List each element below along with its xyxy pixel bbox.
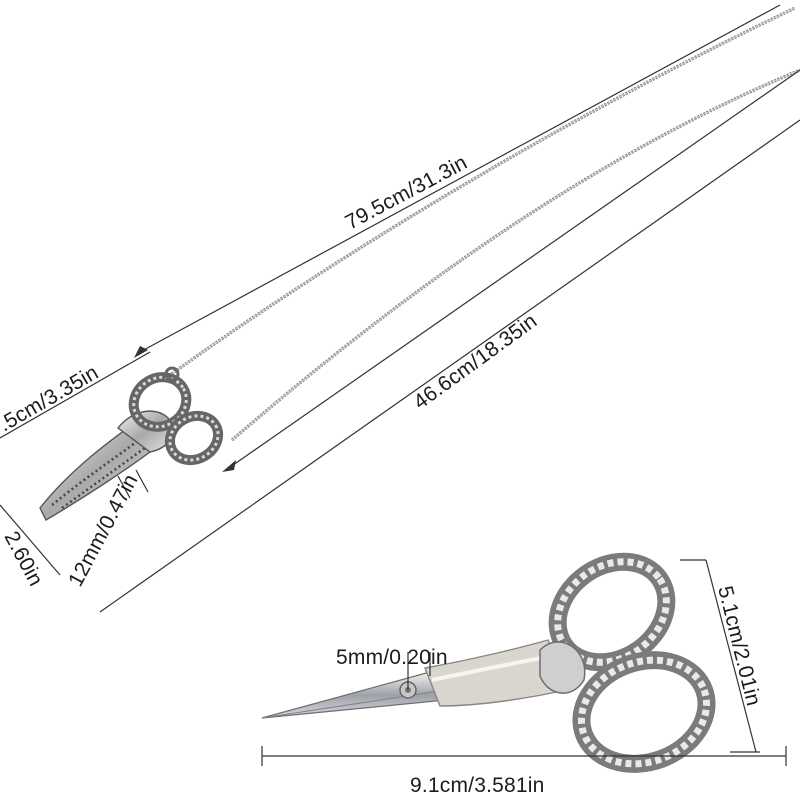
scissors-blade-label: 5mm/0.20in xyxy=(336,646,448,669)
scissors-length-label: 9.1cm/3.581in xyxy=(410,774,545,797)
pendant-scissors xyxy=(39,366,224,521)
pendant-length-label: .5cm/3.35in xyxy=(0,361,102,436)
necklace-chain xyxy=(165,6,800,442)
chain-drop-label: 46.6cm/18.35in xyxy=(409,309,541,414)
chain-total-dimension: 79.5cm/31.3in xyxy=(134,4,781,358)
embroidery-scissors xyxy=(261,552,716,773)
scissors-blade-dimension: 5mm/0.20in xyxy=(336,646,448,690)
scissors-length-dimension: 9.1cm/3.581in xyxy=(261,746,787,797)
pendant-width-label: 2.60in xyxy=(0,528,47,590)
scissors-height-label: 5.1cm/2.01in xyxy=(713,584,765,709)
chain-drop-dimension: 46.6cm/18.35in xyxy=(222,69,800,472)
